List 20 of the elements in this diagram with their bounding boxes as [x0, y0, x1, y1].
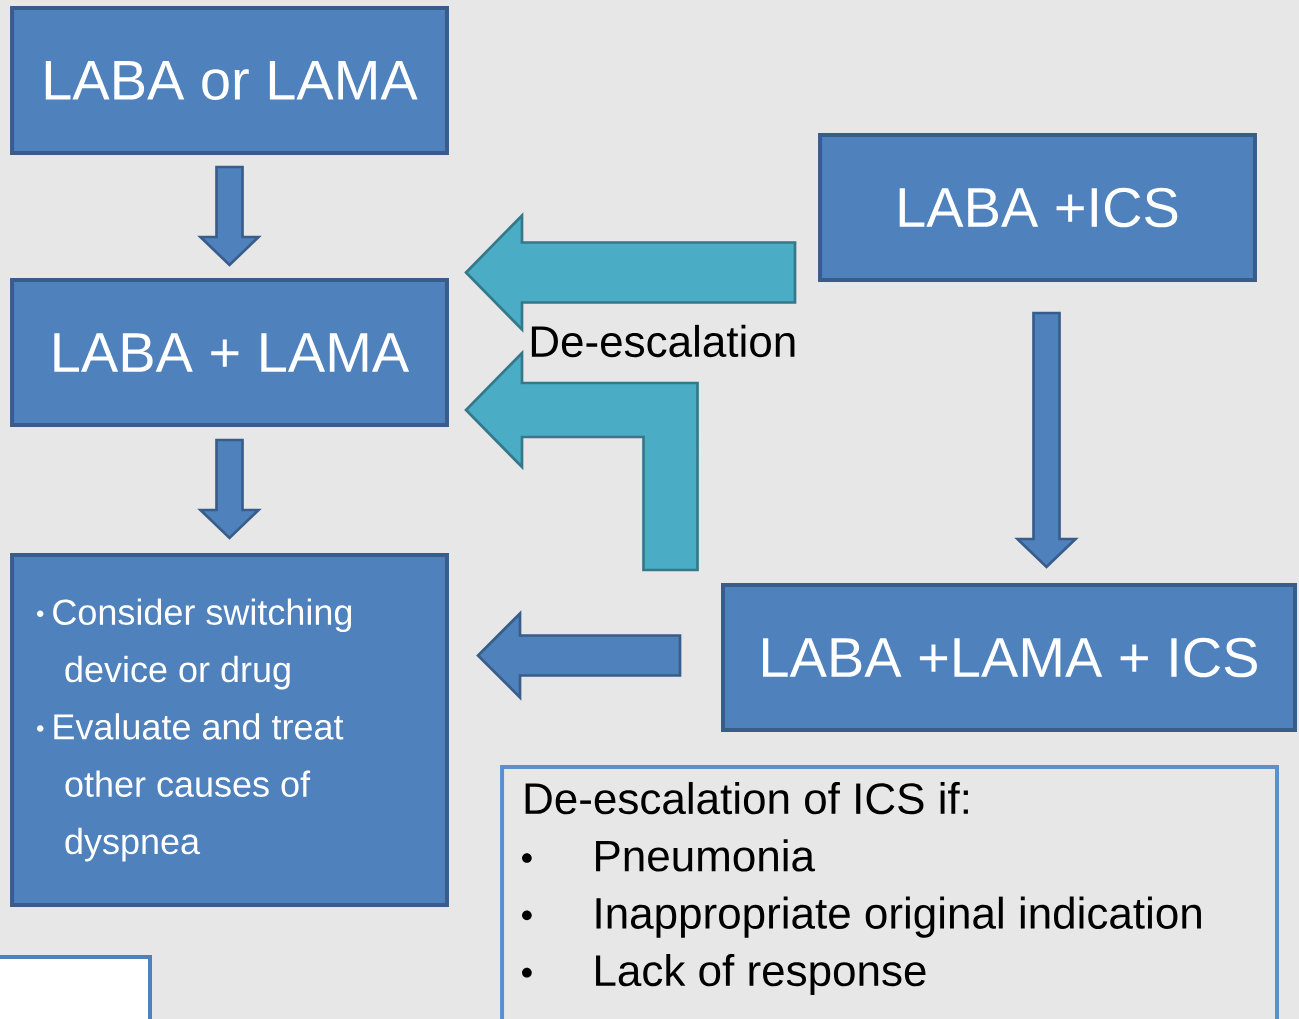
bullet-item: Inappropriate original indication — [596, 896, 1201, 938]
process-box: LABA + LAMA — [10, 277, 449, 428]
bullet-item: Pneumonia — [596, 839, 815, 872]
text-box — [0, 955, 152, 1019]
process-box: LABA +ICS — [818, 132, 1257, 283]
block-arrow — [1014, 311, 1079, 569]
note-box — [500, 765, 1279, 1019]
heading: De-escalation of ICS if: — [525, 781, 968, 815]
bullet-item: Lack of response — [596, 953, 926, 995]
block-arrow — [464, 349, 699, 572]
block-arrow — [197, 438, 262, 540]
process-box: LABA +LAMA + ICS — [721, 582, 1297, 733]
process-box — [10, 553, 449, 907]
arrow-label: De-escalation — [531, 324, 795, 358]
block-arrow — [197, 165, 262, 267]
process-box: LABA or LAMA — [10, 5, 449, 156]
block-arrow — [476, 610, 682, 701]
bullet-item: Evaluate and treat other causes of dyspnea — [54, 713, 344, 862]
bullet-item: Consider switching device or drug — [53, 598, 352, 690]
block-arrow — [464, 212, 797, 333]
